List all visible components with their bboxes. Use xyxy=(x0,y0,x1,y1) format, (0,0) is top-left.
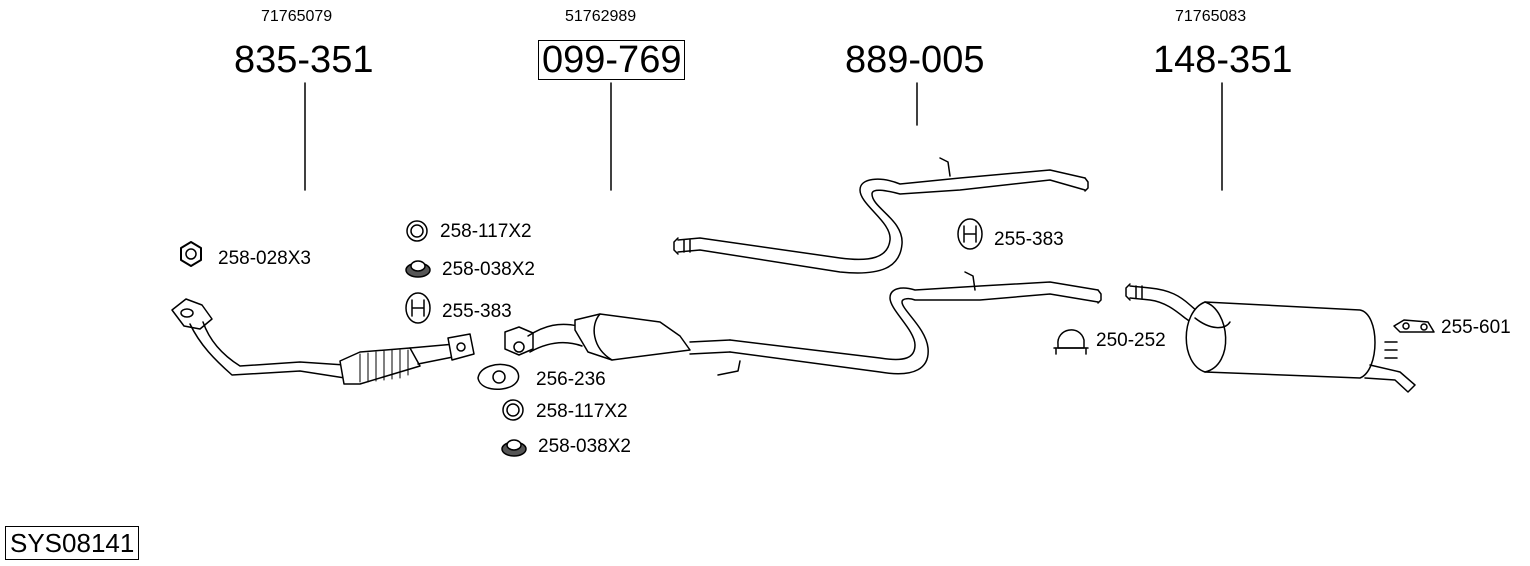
oe-number-835-351: 71765079 xyxy=(261,8,333,25)
part-number-148-351: 148-351 xyxy=(1153,39,1293,81)
fitting-label: 258-038X2 xyxy=(538,436,631,457)
fitting-label: 256-236 xyxy=(536,369,606,390)
catalytic-converter-drawing xyxy=(504,313,731,361)
flange-nut-icon xyxy=(501,439,527,457)
rubber-mount-icon xyxy=(957,218,983,250)
intermediate-pipe-upper-drawing xyxy=(673,157,1089,274)
fitting-label: 258-028X3 xyxy=(218,248,311,269)
oe-number-148-351: 71765083 xyxy=(1175,8,1247,25)
hanger-bracket-icon xyxy=(1393,319,1435,333)
sealing-ring-icon xyxy=(502,399,524,421)
front-pipe-drawing xyxy=(171,298,475,385)
fitting-label: 255-601 xyxy=(1441,317,1511,338)
flange-nut-icon xyxy=(405,260,431,278)
system-code: SYS08141 xyxy=(5,526,140,560)
fitting-label: 258-038X2 xyxy=(442,259,535,280)
pipe-clamp-icon xyxy=(1053,329,1089,355)
fitting-label: 255-383 xyxy=(442,301,512,322)
part-number-099-769: 099-769 xyxy=(538,40,686,80)
gasket-icon xyxy=(477,363,520,391)
intermediate-pipe-lower-drawing xyxy=(717,271,1102,376)
part-number-889-005: 889-005 xyxy=(845,39,985,81)
rear-silencer-drawing xyxy=(1125,283,1416,393)
sealing-ring-icon xyxy=(406,220,428,242)
leader-lines xyxy=(304,82,1223,191)
part-number-835-351: 835-351 xyxy=(234,39,374,81)
fitting-label: 258-117X2 xyxy=(536,401,628,422)
rubber-mount-icon xyxy=(405,292,431,324)
fitting-label: 258-117X2 xyxy=(440,221,532,242)
fitting-label: 255-383 xyxy=(994,229,1064,250)
hex-nut-icon xyxy=(180,241,202,267)
fitting-label: 250-252 xyxy=(1096,330,1166,351)
oe-number-099-769: 51762989 xyxy=(565,8,637,25)
